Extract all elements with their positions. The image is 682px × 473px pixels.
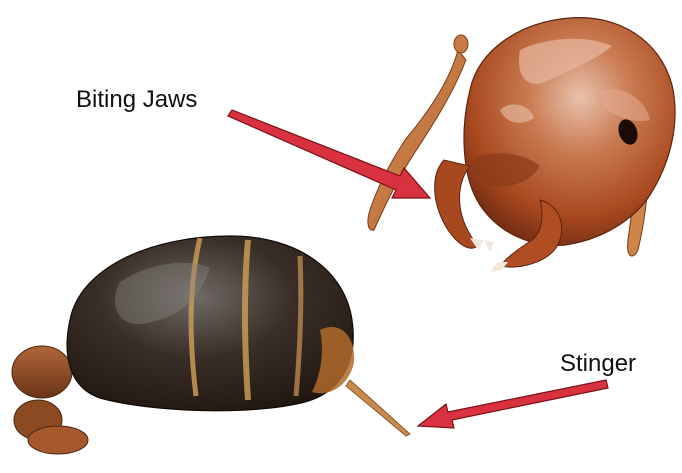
label-stinger: Stinger [560,352,636,376]
petiole [12,346,72,398]
stinger-shaft [346,380,410,436]
ant-abdomen [12,236,410,454]
stinger-arrow [418,380,608,428]
ant-head [368,18,675,272]
label-biting-jaws: Biting Jaws [76,88,197,112]
